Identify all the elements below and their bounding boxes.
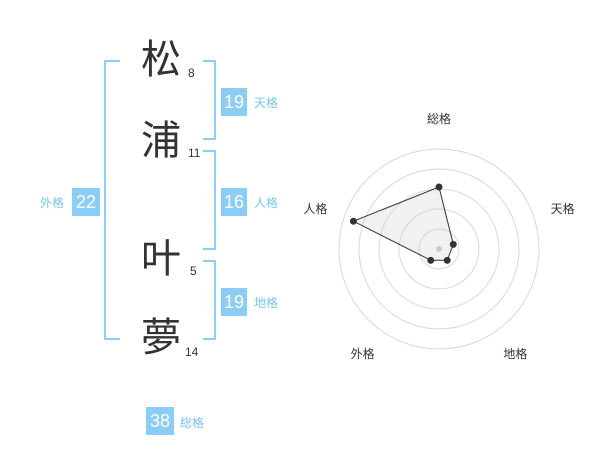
radar-point-1	[435, 183, 443, 191]
chikaku-label: 地格	[254, 296, 279, 310]
jinkaku-label: 人格	[254, 196, 279, 210]
tenkaku-bracket	[203, 60, 216, 140]
name-char-2: 浦	[141, 118, 181, 164]
radar-point-4	[427, 256, 435, 264]
radar-point-2	[449, 240, 457, 248]
stroke-count-3: 5	[190, 264, 197, 278]
name-char-1: 松	[141, 37, 181, 83]
chikaku-value: 19	[221, 288, 247, 316]
radar-ring-4	[358, 168, 520, 330]
stroke-count-2: 11	[188, 146, 201, 160]
soukaku-value: 38	[146, 407, 174, 435]
radar-ring-5	[338, 148, 540, 350]
stroke-count-4: 14	[185, 345, 199, 359]
radar-center	[436, 246, 442, 252]
soukaku-label: 総格	[180, 416, 205, 430]
radar-axis-label-1: 総格	[427, 111, 451, 126]
radar-axis-label-4: 外格	[351, 346, 375, 361]
radar-ring-2	[398, 208, 480, 290]
name-char-3: 叶	[141, 236, 181, 282]
radar-polygon	[352, 186, 454, 261]
tenkaku-value: 19	[221, 88, 247, 116]
jinkaku-value: 16	[221, 188, 247, 216]
radar-axis-label-5: 人格	[303, 201, 327, 216]
tenkaku-label: 天格	[254, 96, 279, 110]
jinkaku-bracket	[203, 150, 216, 250]
stroke-count-1: 8	[188, 66, 195, 80]
gaikaku-label: 外格	[40, 196, 65, 210]
gaikaku-value: 22	[72, 188, 100, 216]
name-char-4: 夢	[141, 315, 181, 361]
radar-point-5	[349, 217, 357, 225]
radar-ring-1	[418, 228, 460, 270]
radar-axis-label-2: 天格	[551, 201, 575, 216]
radar-point-3	[443, 256, 451, 264]
chikaku-bracket	[203, 260, 216, 340]
radar-axis-label-3: 地格	[503, 346, 527, 361]
gaikaku-bracket	[104, 60, 120, 340]
